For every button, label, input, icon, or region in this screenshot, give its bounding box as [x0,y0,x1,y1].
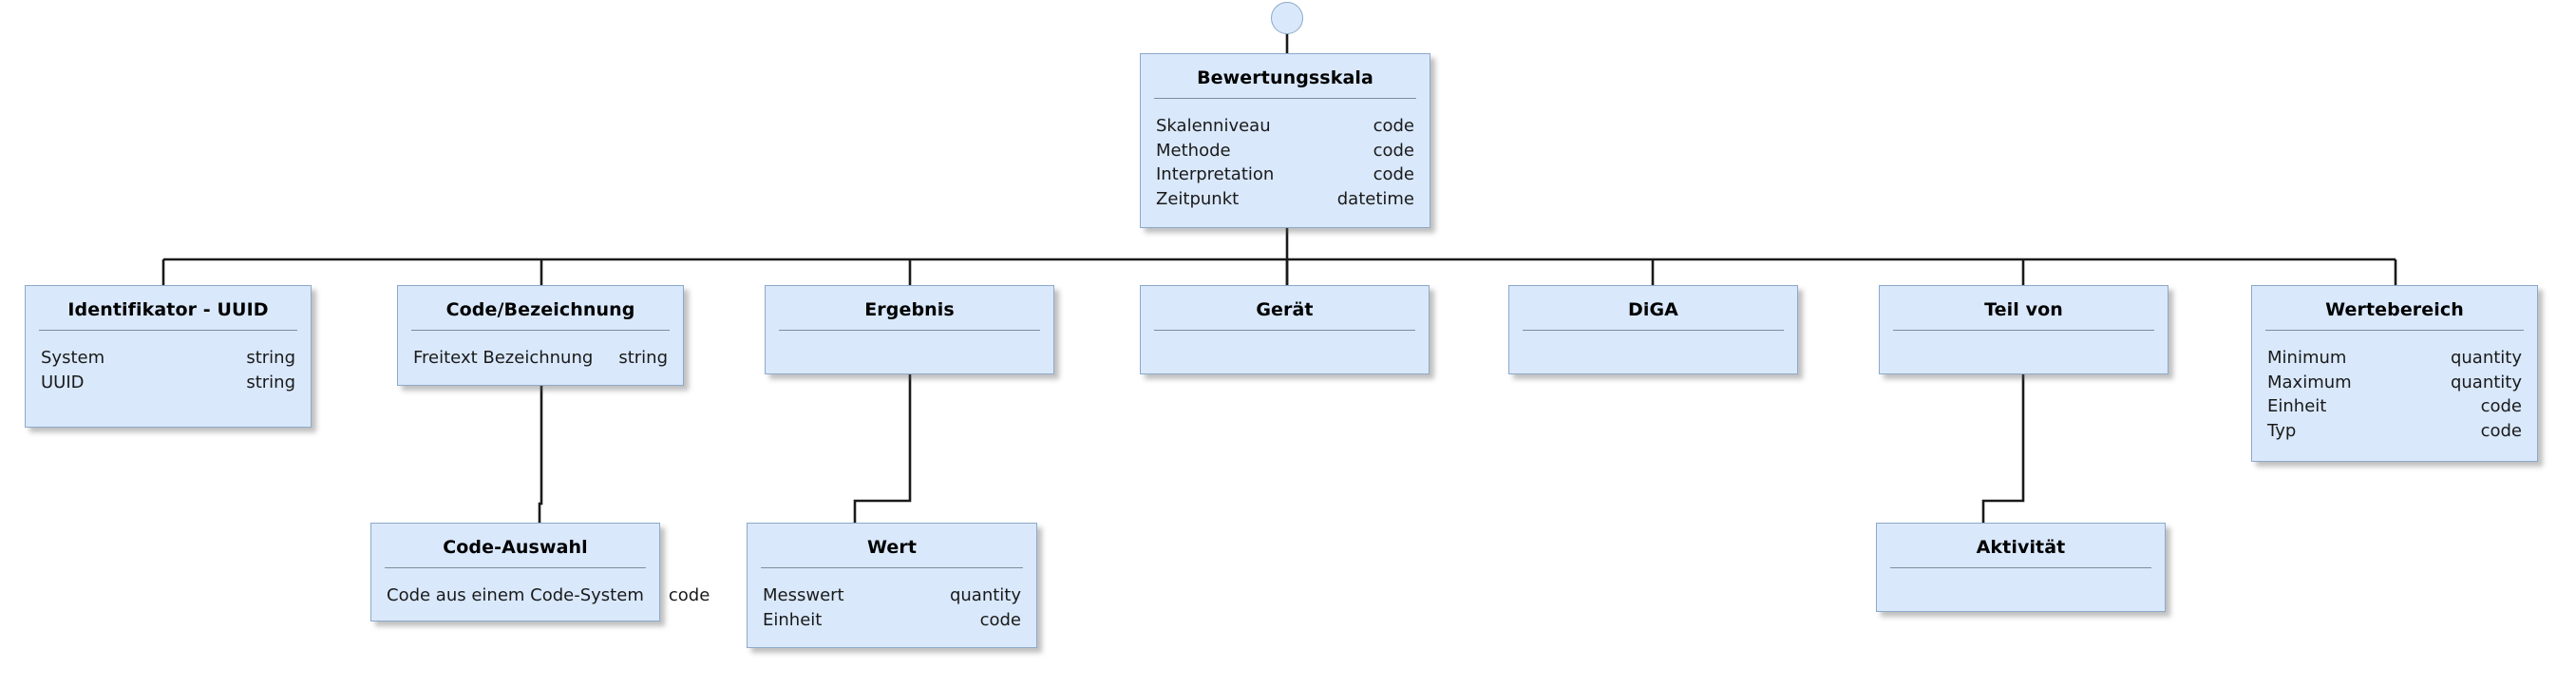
attribute-name: Minimum [2267,348,2347,368]
class-title-wert: Wert [866,537,918,558]
attribute-name: Code aus einem Code-System [387,585,644,605]
attribute-row: Einheit code [763,608,1021,633]
attribute-name: Maximum [2267,372,2352,392]
attribute-list-identifikator-uuid: System string UUID string [26,331,311,406]
class-title-diga: DiGA [1628,299,1678,320]
attribute-row: Methode code [1156,139,1414,163]
attribute-row: UUID string [41,371,295,395]
attribute-row: Minimum quantity [2267,346,2522,371]
class-divider [779,330,1040,331]
class-divider [1893,330,2154,331]
class-divider [2265,330,2524,331]
edge-teil-von-to-aktivitaet [1981,374,2025,523]
attribute-type: string [246,372,295,392]
class-divider [411,330,670,331]
attribute-name: Zeitpunkt [1156,188,1240,209]
class-box-aktivitaet[interactable]: Aktivität [1876,523,2166,612]
attribute-name: Einheit [2267,396,2327,417]
class-box-teil-von[interactable]: Teil von [1879,285,2169,374]
class-divider [1154,330,1415,331]
attribute-row: Skalenniveau code [1156,114,1414,139]
attribute-row: Typ code [2267,419,2522,444]
attribute-type: code [979,609,1021,630]
class-divider [39,330,297,331]
attribute-name: Freitext Bezeichnung [413,348,594,368]
class-title-aktivitaet: Aktivität [1976,537,2066,558]
attribute-name: UUID [41,372,85,392]
attribute-type: quantity [949,585,1021,605]
class-title-geraet: Gerät [1256,299,1314,320]
class-box-diga[interactable]: DiGA [1508,285,1798,374]
attribute-row: Interpretation code [1156,162,1414,187]
attribute-type: code [1373,116,1414,136]
attribute-type: code [1373,140,1414,161]
class-title-bewertungsskala: Bewertungsskala [1197,67,1373,88]
class-divider [761,567,1023,568]
attribute-name: Typ [2267,420,2297,441]
attribute-list-aktivitaet [1877,568,2165,595]
class-title-code-auswahl: Code-Auswahl [443,537,588,558]
class-title-identifikator-uuid: Identifikator - UUID [67,299,269,320]
class-divider [1523,330,1784,331]
attribute-type: code [1373,164,1414,185]
edge-ergebnis-to-wert [853,374,912,523]
attribute-type: code [2480,420,2522,441]
attribute-type: code [668,585,710,605]
attribute-row: Zeitpunkt datetime [1156,187,1414,212]
attribute-list-code-bezeichnung: Freitext Bezeichnung string [398,331,683,382]
class-box-wertebereich[interactable]: Wertebereich Minimum quantity Maximum qu… [2251,285,2538,462]
interface-lollipop-icon [1271,2,1303,34]
attribute-name: Interpretation [1156,164,1275,185]
attribute-list-wertebereich: Minimum quantity Maximum quantity Einhei… [2252,331,2537,454]
attribute-name: System [41,348,105,368]
attribute-list-bewertungsskala: Skalenniveau code Methode code Interpret… [1141,99,1430,222]
class-title-wertebereich: Wertebereich [2325,299,2464,320]
edge-code-bezeichnung-to-code-auswahl [538,385,543,523]
class-title-teil-von: Teil von [1984,299,2063,320]
attribute-name: Skalenniveau [1156,116,1271,136]
attribute-list-teil-von [1880,331,2168,357]
attribute-name: Einheit [763,609,823,630]
class-divider [385,567,646,568]
attribute-type: string [618,348,668,368]
attribute-type: quantity [2450,348,2522,368]
class-divider [1890,567,2151,568]
attribute-row: Maximum quantity [2267,371,2522,395]
attribute-type: string [246,348,295,368]
class-box-code-auswahl[interactable]: Code-Auswahl Code aus einem Code-System … [370,523,710,621]
attribute-list-diga [1509,331,1797,357]
attribute-type: quantity [2450,372,2522,392]
attribute-row: Einheit code [2267,394,2522,419]
class-box-bewertungsskala[interactable]: Bewertungsskala Skalenniveau code Method… [1140,53,1430,228]
class-box-wert[interactable]: Wert Messwert quantity Einheit code [747,523,1037,648]
class-box-ergebnis[interactable]: Ergebnis [765,285,1054,374]
attribute-type: datetime [1336,188,1414,209]
class-title-code-bezeichnung: Code/Bezeichnung [445,299,635,320]
class-box-geraet[interactable]: Gerät [1140,285,1430,374]
class-box-code-bezeichnung[interactable]: Code/Bezeichnung Freitext Bezeichnung st… [397,285,684,386]
attribute-list-wert: Messwert quantity Einheit code [748,568,1036,643]
attribute-row: Freitext Bezeichnung string [413,346,668,371]
class-divider [1154,98,1416,99]
class-title-ergebnis: Ergebnis [864,299,955,320]
attribute-list-code-auswahl: Code aus einem Code-System code [371,568,710,620]
attribute-name: Methode [1156,140,1231,161]
attribute-row: System string [41,346,295,371]
attribute-list-geraet [1141,331,1429,357]
class-box-identifikator-uuid[interactable]: Identifikator - UUID System string UUID … [25,285,312,428]
attribute-name: Messwert [763,585,844,605]
attribute-list-ergebnis [766,331,1053,357]
attribute-type: code [2480,396,2522,417]
attribute-row: Code aus einem Code-System code [387,583,710,608]
attribute-row: Messwert quantity [763,583,1021,608]
